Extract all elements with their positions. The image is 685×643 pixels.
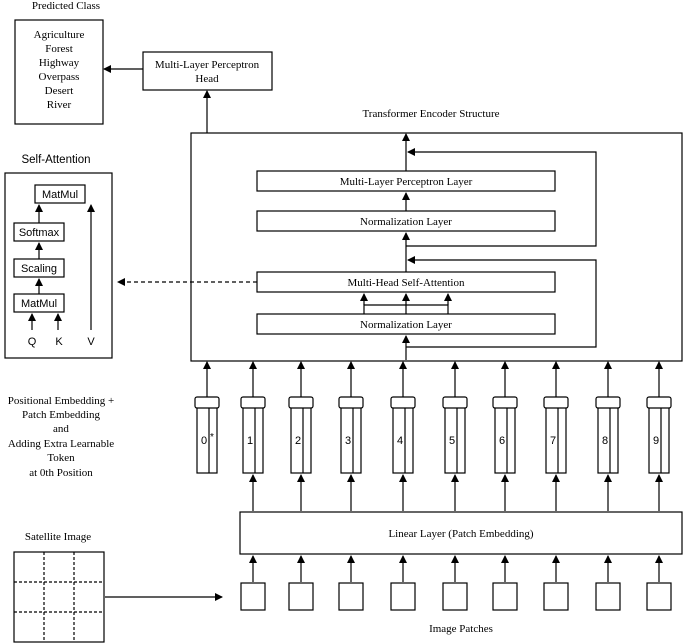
encoder-title: Transformer Encoder Structure [362, 108, 499, 120]
mlp-head-box [142, 51, 273, 91]
learnable-token-mark: * [210, 432, 214, 443]
positional-embedding-cap [338, 396, 364, 409]
embedding-label-line: at 0th Position [29, 467, 93, 479]
patch-box [492, 582, 518, 611]
matmul-top-box [34, 184, 86, 204]
class-label: Overpass [39, 71, 80, 83]
scaling-label: Scaling [21, 263, 57, 275]
token-column: 4 [390, 361, 416, 511]
token-index-label: 8 [602, 435, 608, 447]
mlp-layer-label: Multi-Layer Perceptron Layer [340, 176, 473, 188]
token-column: 1 [240, 361, 266, 511]
token-column: 6 [492, 361, 518, 511]
v-label: V [87, 336, 95, 348]
token-index-label: 4 [397, 435, 403, 447]
token-index-label: 6 [499, 435, 505, 447]
positional-embedding-cap [288, 396, 314, 409]
token-index-label: 9 [653, 435, 659, 447]
token-column: 5 [442, 361, 468, 511]
class-label: Desert [45, 85, 74, 97]
image-patch [492, 555, 518, 611]
embedding-label-line: Positional Embedding + [8, 395, 114, 407]
embedding-label-line: Patch Embedding [22, 409, 100, 421]
predicted-class-box [14, 19, 104, 125]
residual-connection-top [406, 148, 597, 247]
positional-embedding-cap [194, 396, 220, 409]
positional-embedding-cap [492, 396, 518, 409]
image-patch [442, 555, 468, 611]
patch-box [543, 582, 569, 611]
embedding-label-line: Adding Extra Learnable [8, 438, 114, 450]
class-label: River [47, 99, 72, 111]
predicted-class-list: Agriculture Forest Highway Overpass Dese… [34, 29, 85, 111]
positional-embedding-cap [390, 396, 416, 409]
softmax-label: Softmax [19, 227, 60, 239]
linear-layer-label: Linear Layer (Patch Embedding) [388, 528, 533, 540]
positional-embedding-cap [646, 396, 672, 409]
class-label: Agriculture [34, 29, 85, 41]
residual-connection-bottom [406, 256, 597, 348]
patch-box [338, 582, 364, 611]
embedding-label-line: Token [47, 452, 75, 464]
image-patch [595, 555, 621, 611]
token-column: 8 [595, 361, 621, 511]
norm-bottom-label: Normalization Layer [360, 319, 452, 331]
satellite-image-frame [13, 551, 105, 643]
norm-top-label: Normalization Layer [360, 216, 452, 228]
satellite-image-grid [13, 551, 105, 643]
token-column: 2 [288, 361, 314, 511]
image-patches-row [240, 555, 672, 611]
token-column: 7 [543, 361, 569, 511]
token-index-label: 1 [247, 435, 253, 447]
patch-box [390, 582, 416, 611]
image-patch [646, 555, 672, 611]
class-label: Highway [39, 57, 80, 69]
image-patch [240, 555, 266, 611]
mhsa-label: Multi-Head Self-Attention [347, 277, 465, 289]
image-patch [543, 555, 569, 611]
self-attention-title: Self-Attention [21, 154, 90, 166]
mlp-head-label-line2: Head [195, 73, 219, 85]
patch-box [595, 582, 621, 611]
qkv-split-line [363, 304, 449, 314]
image-patch [288, 555, 314, 611]
image-patch [338, 555, 364, 611]
satellite-image-label: Satellite Image [25, 531, 91, 543]
positional-embedding-cap [240, 396, 266, 409]
token-index-label: 5 [449, 435, 455, 447]
embedding-label-line: and [53, 423, 69, 435]
image-patches-label: Image Patches [429, 623, 493, 635]
matmul-top-label: MatMul [42, 189, 78, 201]
linear-layer-box [239, 511, 683, 555]
token-column: 0* [194, 361, 220, 474]
positional-embedding-cap [442, 396, 468, 409]
predicted-class-title: Predicted Class [32, 0, 100, 12]
mlp-head-label-line1: Multi-Layer Perceptron [155, 59, 260, 71]
token-index-label: 7 [550, 435, 556, 447]
patch-box [240, 582, 266, 611]
q-label: Q [28, 336, 37, 348]
token-index-label: 0 [201, 435, 207, 447]
embedding-label: Positional Embedding + Patch Embedding a… [8, 395, 114, 479]
patch-box [646, 582, 672, 611]
token-columns: 0* 1 2 3 4 5 6 7 8 9 [194, 361, 672, 511]
patch-box [288, 582, 314, 611]
token-index-label: 2 [295, 435, 301, 447]
patch-box [442, 582, 468, 611]
positional-embedding-cap [595, 396, 621, 409]
matmul-bottom-label: MatMul [21, 298, 57, 310]
k-label: K [55, 336, 63, 348]
positional-embedding-cap [543, 396, 569, 409]
token-column: 9 [646, 361, 672, 511]
image-patch [390, 555, 416, 611]
token-index-label: 3 [345, 435, 351, 447]
class-label: Forest [45, 43, 73, 55]
token-column: 3 [338, 361, 364, 511]
